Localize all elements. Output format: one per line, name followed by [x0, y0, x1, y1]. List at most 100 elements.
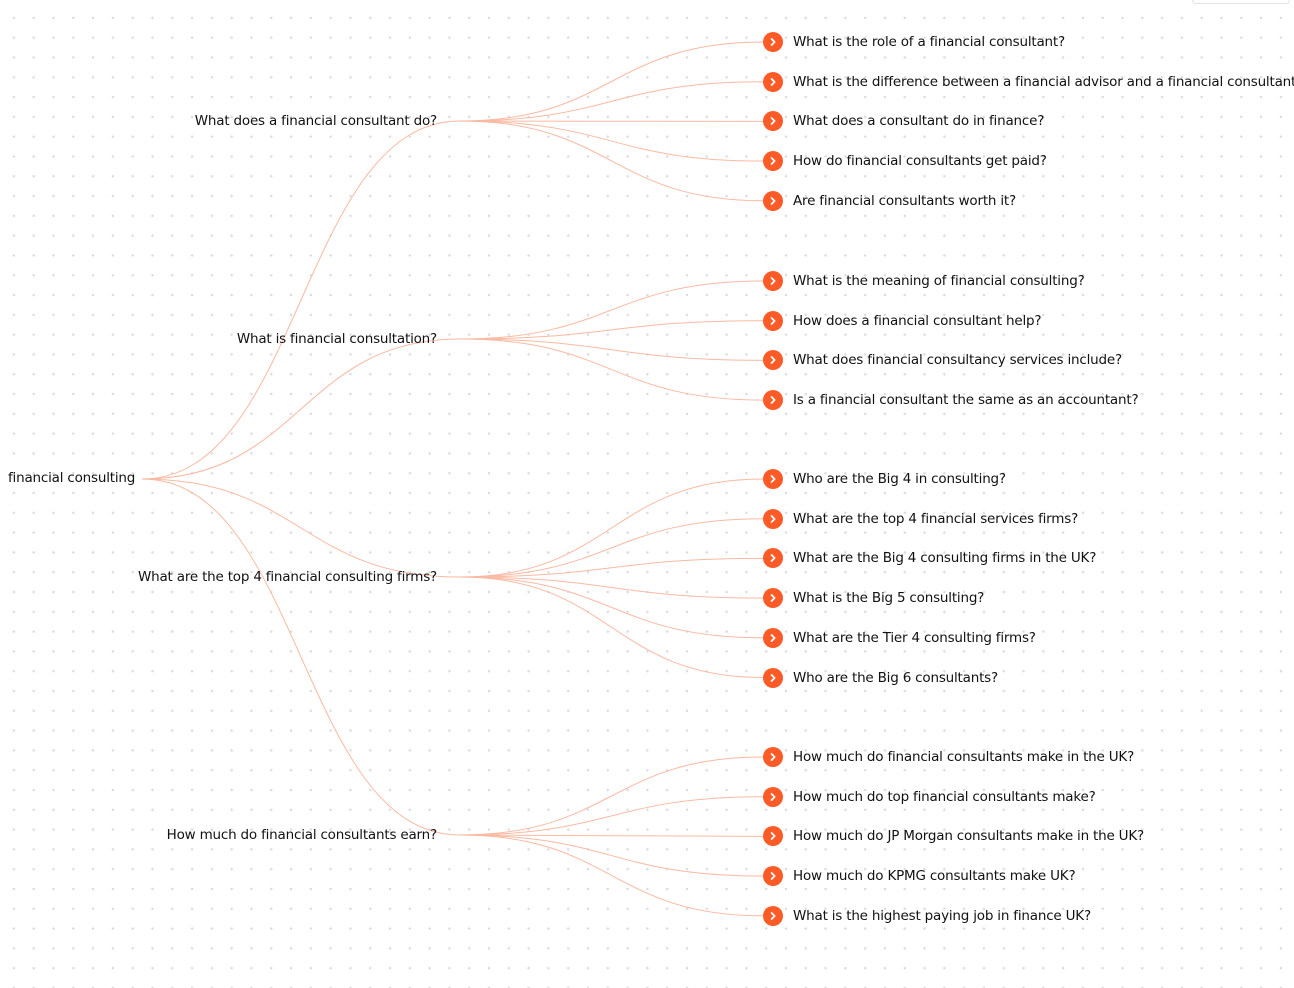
expand-leaf-button[interactable] [763, 866, 783, 887]
leaf-label: How does a financial consultant help? [793, 312, 1042, 329]
expand-leaf-button[interactable] [763, 627, 783, 648]
branch-leaf-connector [459, 120, 764, 202]
expand-leaf-button[interactable] [763, 71, 783, 92]
expand-leaf-button[interactable] [763, 905, 783, 926]
leaf-node[interactable]: What is the role of a financial consulta… [763, 32, 1065, 52]
root-branch-connector [141, 478, 461, 578]
leaf-node[interactable]: What are the Tier 4 consulting firms? [763, 627, 1036, 648]
chevron-right-icon [770, 38, 776, 46]
leaf-label: What is the role of a financial consulta… [793, 34, 1065, 50]
expand-leaf-button[interactable] [763, 667, 783, 688]
chevron-right-icon [770, 475, 776, 483]
leaf-label: How much do KPMG consultants make UK? [793, 868, 1076, 885]
branch-leaf-connector [459, 796, 764, 836]
branch-leaf-connector [459, 478, 764, 578]
branch-leaf-connector [459, 120, 764, 162]
leaf-node[interactable]: Are financial consultants worth it? [763, 190, 1016, 211]
leaf-label: Who are the Big 4 in consulting? [793, 471, 1006, 487]
chevron-right-icon [770, 832, 776, 841]
leaf-node[interactable]: How much do financial consultants make i… [763, 747, 1134, 767]
leaf-node[interactable]: What are the Big 4 consulting firms in t… [763, 548, 1097, 569]
leaf-label: What is the highest paying job in financ… [793, 907, 1091, 924]
leaf-label: How much do top financial consultants ma… [793, 788, 1096, 805]
expand-leaf-button[interactable] [763, 271, 783, 291]
expand-leaf-button[interactable] [763, 826, 783, 847]
leaf-node[interactable]: What is the Big 5 consulting? [763, 588, 985, 609]
chevron-right-icon [770, 117, 776, 126]
expand-leaf-button[interactable] [763, 32, 783, 52]
chevron-right-icon [770, 792, 776, 801]
leaf-node[interactable]: Is a financial consultant the same as an… [763, 390, 1139, 411]
leaf-label: What is the meaning of financial consult… [793, 273, 1085, 289]
leaf-label: What does a consultant do in finance? [793, 113, 1045, 130]
branch-leaf-connector [459, 756, 764, 836]
leaf-label: What does financial consultancy services… [793, 352, 1122, 369]
expand-leaf-button[interactable] [763, 747, 783, 767]
chevron-right-icon [770, 396, 776, 404]
leaf-node[interactable]: How much do JP Morgan consultants make i… [763, 826, 1144, 847]
chevron-right-icon [770, 277, 776, 285]
leaf-node[interactable]: How do financial consultants get paid? [763, 151, 1047, 172]
expand-leaf-button[interactable] [763, 350, 783, 371]
corner-tab[interactable] [1192, 0, 1290, 4]
expand-leaf-button[interactable] [763, 508, 783, 529]
chevron-right-icon [770, 594, 776, 602]
leaf-label: Who are the Big 6 consultants? [793, 669, 998, 686]
branch-leaf-connector [459, 576, 764, 639]
branch-node: What are the top 4 financial consulting … [137, 569, 437, 585]
leaf-label: Are financial consultants worth it? [793, 192, 1016, 209]
leaf-label: What is the Big 5 consulting? [793, 590, 985, 607]
branch-leaf-connector [459, 338, 764, 401]
expand-leaf-button[interactable] [763, 390, 783, 411]
expand-leaf-button[interactable] [763, 786, 783, 807]
root-branch-connector [141, 120, 461, 480]
chevron-right-icon [770, 554, 776, 563]
leaf-label: How do financial consultants get paid? [793, 153, 1047, 170]
expand-leaf-button[interactable] [763, 111, 783, 132]
root-branch-connector [141, 338, 461, 480]
branch-leaf-connector [459, 280, 764, 340]
leaf-node[interactable]: What does financial consultancy services… [763, 350, 1122, 371]
leaf-node[interactable]: Who are the Big 6 consultants? [763, 667, 998, 688]
chevron-right-icon [770, 196, 776, 205]
chevron-right-icon [770, 753, 776, 761]
root-node: financial consulting [8, 470, 136, 486]
branch-leaf-connector [459, 834, 764, 877]
branch-leaf-connector [459, 338, 764, 361]
expand-leaf-button[interactable] [763, 151, 783, 172]
chevron-right-icon [770, 633, 776, 642]
chevron-right-icon [770, 77, 776, 86]
leaf-node[interactable]: What is the difference between a financi… [763, 71, 1294, 92]
branch-leaf-connector [459, 41, 764, 122]
leaf-label: What are the Big 4 consulting firms in t… [793, 550, 1097, 567]
branch-node: What is financial consultation? [236, 331, 437, 347]
branch-node: How much do financial consultants earn? [166, 827, 438, 843]
expand-leaf-button[interactable] [763, 190, 783, 211]
expand-leaf-button[interactable] [763, 469, 783, 489]
branch-leaf-connector [459, 576, 764, 678]
expand-leaf-button[interactable] [763, 548, 783, 569]
leaf-node[interactable]: What does a consultant do in finance? [763, 111, 1045, 132]
leaf-node[interactable]: How much do KPMG consultants make UK? [763, 866, 1076, 887]
leaf-label: What is the difference between a financi… [793, 73, 1294, 90]
chevron-right-icon [770, 872, 776, 880]
leaf-node[interactable]: What is the meaning of financial consult… [763, 271, 1085, 291]
chevron-right-icon [770, 911, 776, 920]
branch-leaf-connector [459, 576, 764, 599]
branch-leaf-connector [459, 834, 764, 837]
chevron-right-icon [770, 514, 776, 523]
root-branch-connector [141, 478, 461, 836]
branch-leaf-connector [459, 320, 764, 340]
leaf-node[interactable]: Who are the Big 4 in consulting? [763, 469, 1006, 489]
leaf-label: Is a financial consultant the same as an… [793, 392, 1139, 409]
leaf-node[interactable]: What is the highest paying job in financ… [763, 905, 1091, 926]
leaf-node[interactable]: How much do top financial consultants ma… [763, 786, 1096, 807]
expand-leaf-button[interactable] [763, 588, 783, 609]
leaf-node[interactable]: What are the top 4 financial services fi… [763, 508, 1078, 529]
branch-leaf-connector [459, 557, 764, 578]
chevron-right-icon [770, 356, 776, 365]
leaf-node[interactable]: How does a financial consultant help? [763, 310, 1042, 331]
expand-leaf-button[interactable] [763, 310, 783, 331]
branch-node: What does a financial consultant do? [194, 113, 437, 129]
